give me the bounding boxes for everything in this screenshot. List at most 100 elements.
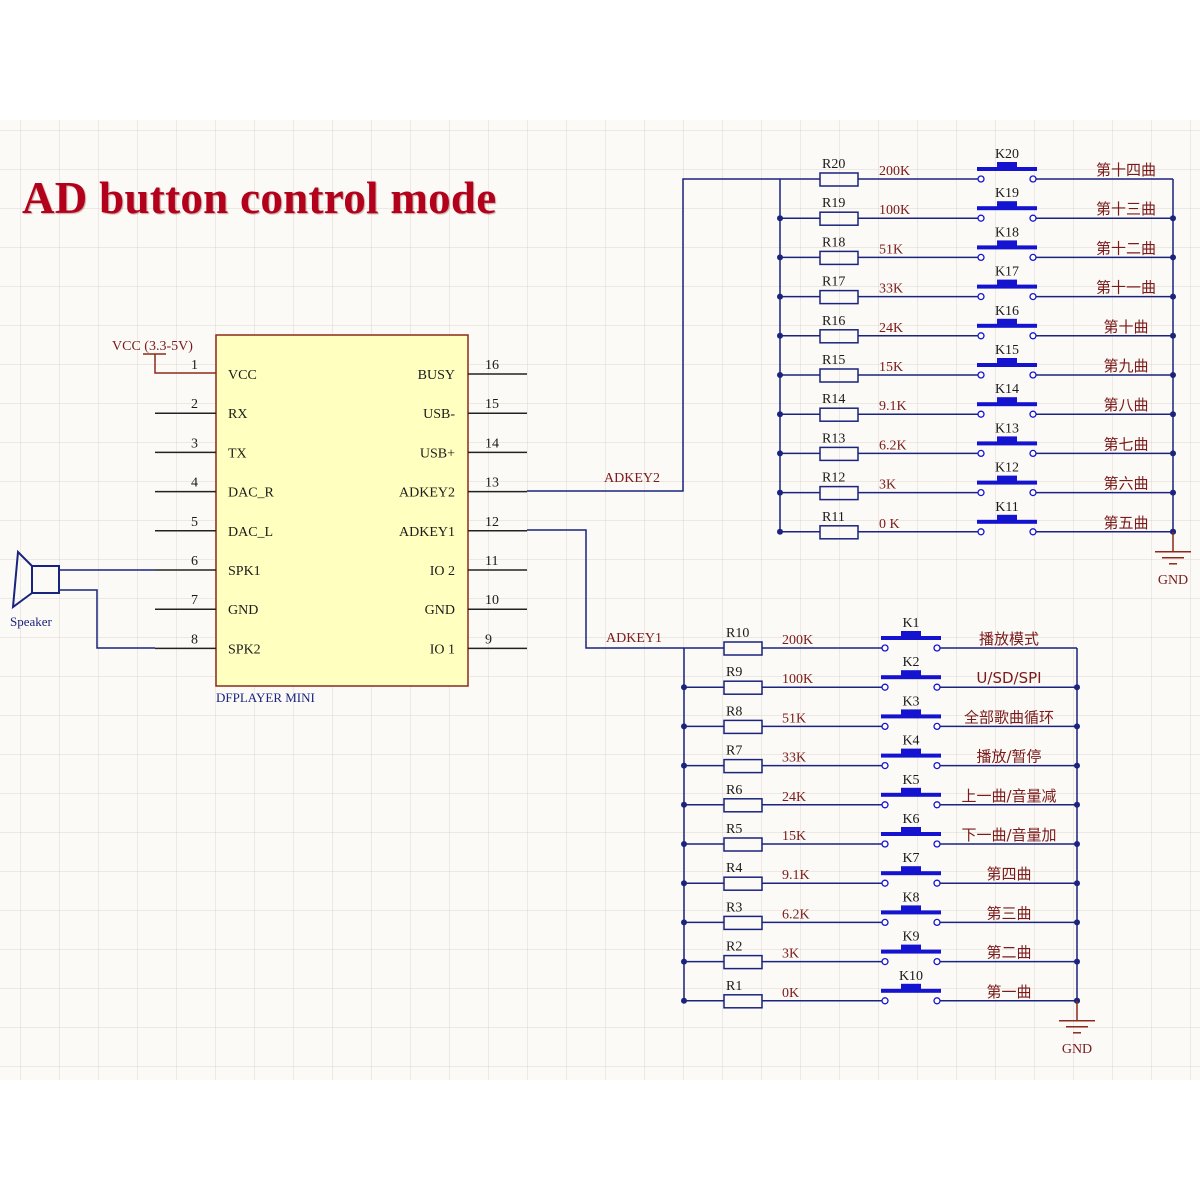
switch-contact	[1029, 528, 1037, 536]
key-function-label: 第六曲	[1103, 475, 1148, 493]
pin-number: 15	[485, 397, 499, 412]
resistor-ref: R11	[822, 510, 845, 525]
switch-contact	[881, 683, 889, 691]
switch-ref: K5	[902, 773, 919, 788]
pushbutton-cap	[997, 279, 1017, 286]
junction-dot	[777, 372, 783, 378]
switch-contact	[1029, 332, 1037, 340]
switch-contact	[881, 722, 889, 731]
pushbutton-cap	[997, 318, 1017, 325]
key-function-label: 下一曲/音量加	[961, 826, 1056, 844]
switch-contact	[977, 449, 985, 458]
switch-contact	[881, 879, 889, 887]
pushbutton-cap	[997, 240, 1017, 247]
key-function-label: 第十三曲	[1096, 200, 1156, 218]
pin-number: 4	[191, 476, 198, 491]
switch-ref: K4	[902, 734, 919, 749]
resistor-value: 100K	[782, 672, 813, 687]
resistor-value: 33K	[782, 751, 806, 766]
switch-contact	[881, 801, 889, 809]
switch-contact	[881, 918, 889, 927]
switch-contact	[1029, 175, 1037, 183]
junction-dot	[777, 528, 783, 535]
junction-dot	[1074, 880, 1080, 887]
key-function-label: 上一曲/音量减	[961, 787, 1056, 805]
pushbutton-icon	[881, 714, 941, 719]
pushbutton-cap	[901, 866, 921, 873]
resistor-icon	[819, 329, 859, 344]
pushbutton-icon	[977, 284, 1037, 289]
switch-contact	[1029, 253, 1037, 262]
resistor-ref: R15	[822, 353, 845, 368]
pushbutton-icon	[881, 792, 941, 797]
pin-number: 16	[485, 358, 499, 373]
adkey1-net-label: ADKEY1	[606, 631, 662, 646]
switch-contact	[881, 644, 889, 652]
switch-contact	[933, 840, 941, 848]
resistor-value: 100K	[879, 203, 910, 218]
switch-contact	[1029, 449, 1037, 458]
junction-dot	[1074, 723, 1080, 730]
key-function-label: 第十二曲	[1096, 239, 1156, 257]
junction-dot	[777, 450, 783, 457]
switch-contact	[977, 332, 985, 340]
resistor-ref: R16	[822, 314, 845, 329]
resistor-icon	[723, 876, 763, 891]
switch-ref: K12	[995, 461, 1019, 476]
switch-ref: K1	[902, 616, 919, 631]
key-function-label: 第十四曲	[1096, 161, 1156, 179]
resistor-ref: R14	[822, 392, 845, 407]
resistor-icon	[819, 172, 859, 187]
resistor-ref: R8	[726, 704, 742, 719]
pin-name: ADKEY1	[399, 525, 455, 540]
pushbutton-icon	[881, 988, 941, 993]
resistor-value: 6.2K	[782, 907, 810, 922]
switch-contact	[977, 488, 985, 497]
resistor-ref: R9	[726, 665, 742, 680]
pin-name: BUSY	[418, 368, 455, 383]
key-function-label: 第十曲	[1103, 318, 1148, 336]
junction-dot	[1074, 841, 1080, 847]
resistor-value: 24K	[782, 790, 806, 805]
junction-dot	[1074, 801, 1080, 808]
resistor-icon	[819, 525, 859, 540]
switch-ref: K10	[899, 969, 923, 984]
pushbutton-cap	[901, 709, 921, 716]
resistor-icon	[723, 954, 763, 970]
resistor-value: 3K	[782, 947, 799, 962]
junction-dot	[777, 411, 783, 418]
pin-number: 8	[191, 632, 198, 647]
pushbutton-cap	[901, 631, 921, 637]
resistor-ref: R2	[726, 940, 742, 955]
junction-dot	[1170, 411, 1176, 418]
pin-name: USB-	[423, 407, 455, 422]
junction-dot	[777, 254, 783, 261]
switch-contact	[977, 253, 985, 262]
pushbutton-icon	[977, 480, 1037, 485]
switch-contact	[977, 528, 985, 536]
switch-contact	[977, 214, 985, 222]
key-function-label: 第三曲	[986, 904, 1031, 922]
resistor-ref: R4	[726, 861, 742, 876]
pushbutton-icon	[977, 245, 1037, 250]
junction-dot	[1074, 919, 1080, 926]
key-function-label: 播放模式	[979, 630, 1039, 648]
junction-dot	[1074, 958, 1080, 965]
resistor-icon	[723, 837, 763, 852]
switch-contact	[881, 761, 889, 770]
resistor-value: 51K	[879, 242, 903, 257]
resistor-ref: R10	[726, 626, 749, 641]
key-function-label: 第八曲	[1103, 396, 1148, 414]
switch-contact	[977, 292, 985, 301]
